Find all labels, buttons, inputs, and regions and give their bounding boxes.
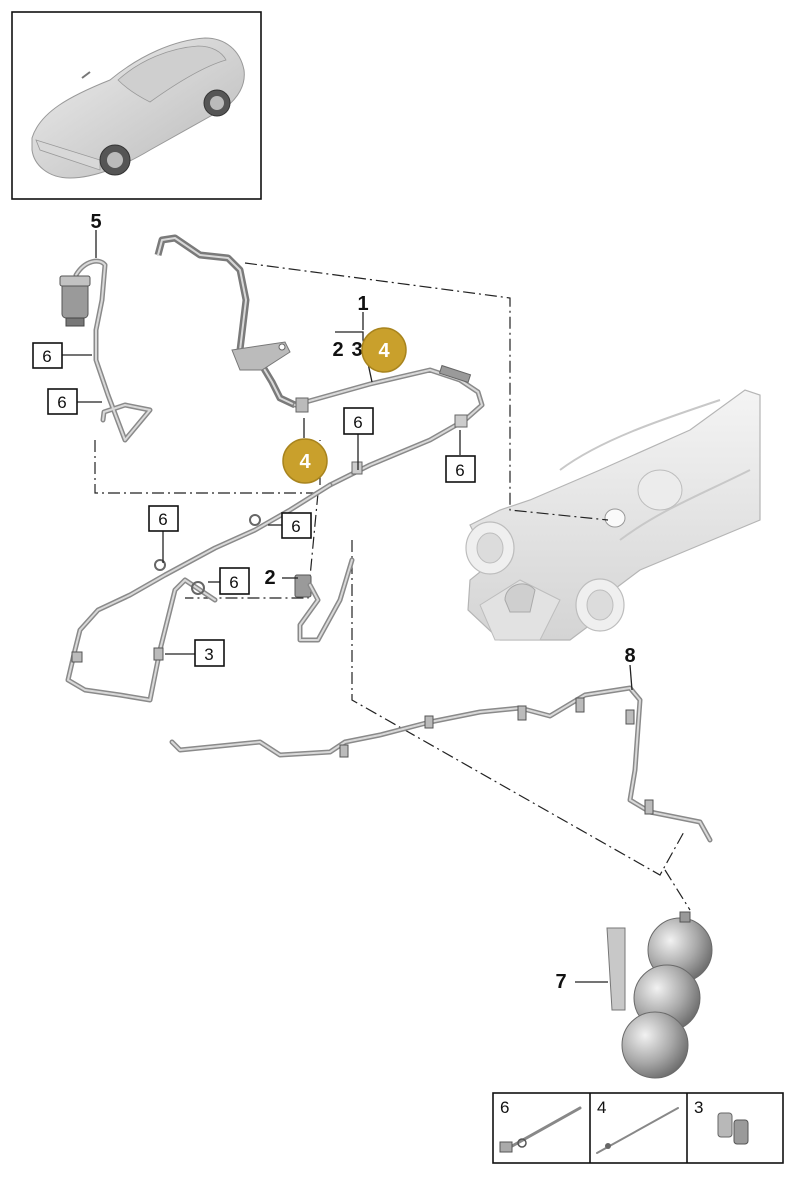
svg-text:4: 4: [597, 1098, 606, 1117]
callout-1: 1: [357, 293, 368, 315]
boxed-ref-6-e: 6: [148, 505, 179, 532]
pipe-line-8: [169, 685, 713, 843]
exhaust-assembly: [465, 389, 761, 641]
callout-3-top: 3: [351, 339, 362, 361]
pipe-bracket-part: [154, 234, 297, 409]
svg-text:3: 3: [694, 1098, 703, 1117]
svg-text:6: 6: [57, 393, 66, 412]
boxed-ref-6-c: 6: [343, 407, 374, 435]
boxed-ref-6-b: 6: [47, 388, 78, 415]
car-illustration: [31, 37, 245, 179]
legend-cell-4: 4: [596, 1098, 679, 1154]
svg-text:4: 4: [378, 340, 390, 362]
callout-numbers: 5 1 2 3 2 8 7: [90, 211, 635, 993]
svg-text:6: 6: [42, 347, 51, 366]
legend-cell-3: 3: [694, 1098, 749, 1145]
svg-text:6: 6: [229, 573, 238, 592]
pipe-line-middle: [65, 482, 355, 703]
svg-text:6: 6: [353, 413, 362, 432]
svg-text:6: 6: [500, 1098, 509, 1117]
boxed-ref-3: 3: [194, 639, 225, 667]
svg-text:3: 3: [204, 645, 213, 664]
pipe-line-5: [59, 258, 153, 443]
legend-cell-6: 6: [499, 1098, 582, 1153]
callout-7: 7: [555, 971, 566, 993]
pressure-accumulator: [606, 911, 713, 1079]
svg-text:6: 6: [158, 510, 167, 529]
lead-lines: [62, 230, 633, 983]
pipe-line-1: [292, 364, 485, 488]
boxed-ref-6-a: 6: [32, 342, 63, 369]
callout-8: 8: [624, 645, 635, 667]
reference-lines: [94, 262, 691, 911]
boxed-ref-6-d: 6: [445, 455, 476, 483]
boxed-ref-6-f: 6: [281, 512, 312, 539]
svg-text:4: 4: [299, 451, 311, 473]
badge-4-top: 4: [361, 327, 407, 373]
callout-2-mid: 2: [264, 567, 275, 589]
legend-table: 6 4 3: [492, 1092, 784, 1164]
boxed-ref-6-g: 6: [219, 567, 250, 595]
svg-text:6: 6: [291, 517, 300, 536]
callout-2-top: 2: [332, 339, 343, 361]
callout-5: 5: [90, 211, 101, 233]
vehicle-thumbnail: [11, 11, 262, 200]
svg-text:6: 6: [455, 461, 464, 480]
badge-4-mid: 4: [282, 438, 328, 484]
